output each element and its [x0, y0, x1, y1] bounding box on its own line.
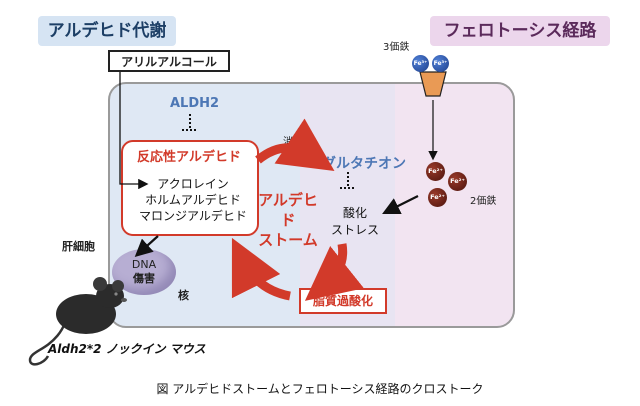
figure-caption: 図 アルデヒドストームとフェロトーシス経路のクロストーク [156, 382, 484, 396]
reactive-aldehyde-title: 反応性アルデヒド [137, 150, 241, 165]
ferric-iron-label: 3価鉄 [383, 42, 410, 53]
ferric-iron-ion: Fe³⁺ [432, 55, 449, 72]
iron-to-stress-arrow [382, 195, 419, 214]
oxidative-stress-label: 酸化 ストレス [331, 205, 379, 239]
cycle-arrow-top [255, 118, 335, 171]
ferroptosis-panel [395, 82, 515, 328]
ferroptosis-pathway-header: フェロトーシス経路 [430, 16, 610, 46]
aldehyde-to-nucleus-arrow [134, 235, 159, 257]
dna-line: DNA [131, 258, 157, 271]
mouse-icon [28, 277, 127, 366]
aldehyde-list: アクロレイン ホルムアルデヒド マロンジアルデヒド [134, 176, 252, 224]
storm-line-1: アルデヒド [258, 191, 318, 229]
ferrous-iron-label: 2価鉄 [470, 196, 497, 207]
aldehyde-storm-label: アルデヒド ストーム [252, 190, 324, 250]
cycle-arrow-right [304, 243, 364, 301]
hepatocyte-label: 肝細胞 [62, 240, 95, 253]
ferrous-iron-ion: Fe²⁺ [448, 172, 467, 191]
cell-outline [108, 82, 515, 328]
nucleus-label: 核 [178, 289, 189, 302]
damage-line: 傷害 [133, 272, 155, 285]
allyl-alcohol-box: アリルアルコール [108, 50, 230, 72]
mouse-label: Aldh2*2 ノックイン マウス [48, 342, 206, 356]
transferrin-receptor-icon [419, 71, 447, 97]
allyl-to-aldehyde-arrow [119, 72, 149, 190]
aldehyde-metabolism-header: アルデヒド代謝 [38, 16, 176, 46]
cycle-arrow-bottom [231, 237, 291, 301]
oxidative-stress-line-2: ストレス [331, 223, 380, 237]
oxidative-stress-line-1: 酸化 [343, 206, 368, 220]
dna-damage-label: DNA 傷害 [112, 258, 176, 286]
glutathione-label: グルタチオン [322, 156, 406, 172]
aldh2-label: ALDH2 [170, 96, 220, 111]
ferric-iron-ion: Fe³⁺ [412, 55, 429, 72]
aldehyde-item: ホルムアルデヒド [145, 193, 241, 207]
aldehyde-item: マロンジアルデヒド [139, 209, 247, 223]
ferrous-iron-ion: Fe²⁺ [428, 188, 447, 207]
aldehyde-item: アクロレイン [157, 177, 229, 191]
ferrous-iron-ion: Fe²⁺ [426, 162, 445, 181]
